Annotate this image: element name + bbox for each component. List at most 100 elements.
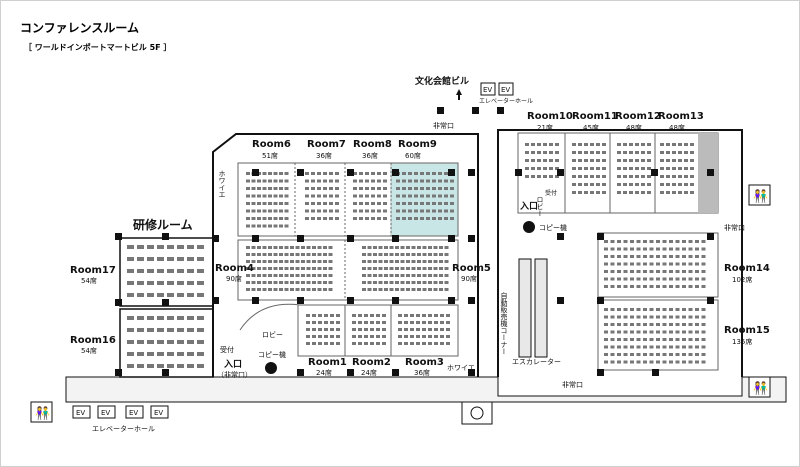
room14-seat [630,247,634,251]
room16-seat [157,340,164,344]
room14-seat [662,270,667,273]
room8-seat [353,172,357,175]
room4-seat [251,267,256,270]
room15-seat [675,308,680,311]
room2-seat [352,328,356,331]
room8-seat [365,187,369,190]
room2-seat [364,321,368,324]
room4-seat [290,260,294,263]
room15-seat [688,338,693,341]
room14-seat [649,247,654,251]
room15-seat [623,338,628,341]
room15-seat [695,353,699,356]
label-ev-hall-bottom: エレベーターホール [92,424,155,433]
room17-seat [137,293,144,297]
svg-text:Room17: Room17 [70,265,116,276]
room15-seat [643,330,647,334]
room11-seat [578,191,582,194]
pillar [297,169,304,176]
room8-seat [377,179,381,183]
room3-seat [428,321,432,324]
room15-seat [688,345,693,349]
restroom-icon-right-top [748,184,771,206]
ev-bottom-1 [72,405,91,419]
room9-seat [450,209,454,213]
room10-seat [555,143,559,146]
room14-seat [695,240,699,243]
room14-seat [604,247,608,251]
room8-seat [353,202,357,205]
room15-seat [610,330,615,334]
room9-seat [402,217,406,220]
room7-seat [329,179,333,183]
room15-seat [604,315,608,319]
room14-seat [610,240,615,243]
room10-seat [543,159,547,162]
room15-seat [695,330,699,334]
room15-seat [630,323,634,326]
room5-seat [422,267,427,270]
room8-seat [371,217,375,220]
room14-seat [669,247,673,251]
room5-seat [400,274,405,277]
room4-seat [268,253,272,256]
room11-seat [590,151,594,154]
room5-seat [406,274,410,277]
room7-seat [323,187,327,190]
room15-seat [656,315,660,319]
room9-seat [444,217,448,220]
room7-seat [329,187,333,190]
room2-seat [376,314,380,317]
room11-seat [584,159,588,162]
room6-seat [251,217,256,220]
room5-seat [411,260,416,263]
pillar [468,297,475,304]
room15-seat [682,338,686,341]
room10-seat [555,159,559,162]
room14-seat [682,285,686,288]
room15-seat [649,360,654,364]
escalator-right [534,258,548,358]
room15-seat [636,330,641,334]
room3-seat [404,335,408,338]
room2-seat [370,335,374,338]
room5-seat [389,260,394,263]
room10-seat [525,143,529,146]
building-floor-subtitle: ［ ワールドインポートマートビル 5F ］ [24,43,172,52]
room17-seat [177,293,184,297]
room14-seat [675,277,680,281]
room2-seat [358,342,362,345]
pillar [392,169,399,176]
room5-seat [395,267,399,270]
svg-text:60席: 60席 [405,151,421,160]
room8-seat [359,202,363,205]
room3-seat [404,314,408,317]
room5-seat [417,281,421,284]
room16-seat [187,328,194,332]
room7-seat [305,172,309,175]
room7-seat [329,209,333,213]
room8-seat [365,179,369,183]
room3-seat [416,342,420,345]
room8-seat [353,179,357,183]
room15-seat [656,338,660,341]
room12-seat [623,183,627,186]
room6-seat [257,217,261,220]
room15-seat [675,338,680,341]
room14-seat [662,247,667,251]
room12-seat [629,167,633,170]
svg-text:21席: 21席 [537,123,553,132]
room11-seat [602,159,606,162]
room2-seat [364,335,368,338]
room14-seat [604,240,608,243]
room13-seat [672,151,676,154]
room5-seat [439,274,443,277]
ev-label-t1: EV [483,86,492,94]
room10-seat [531,151,535,154]
room4-seat [328,281,333,284]
room15-seat [604,308,608,311]
room6-seat [257,194,261,198]
room12-seat [635,143,639,146]
room5-seat [400,253,405,256]
room16-seat [187,352,194,356]
